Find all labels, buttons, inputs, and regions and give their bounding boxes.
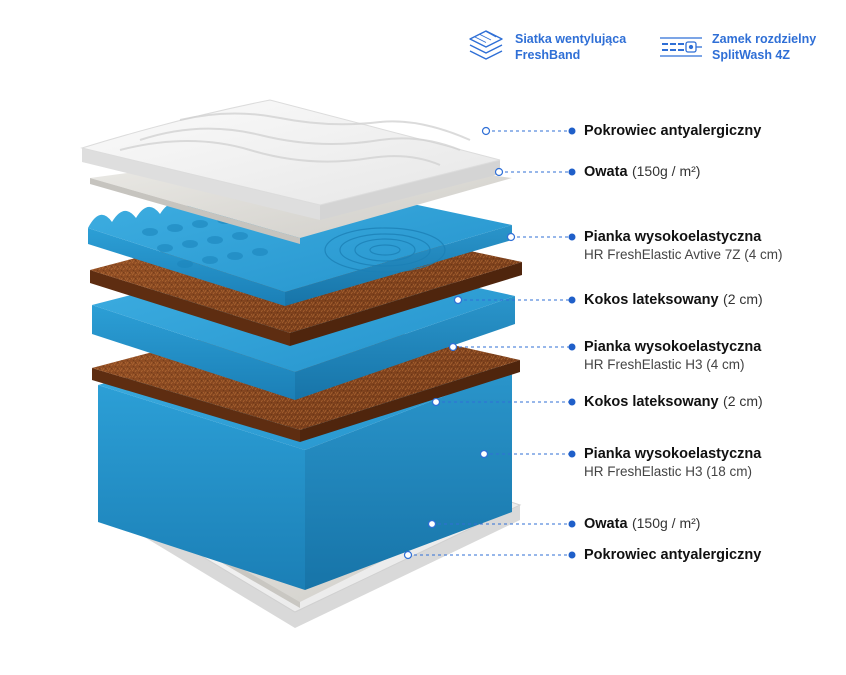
callout-suffix: (2 cm) bbox=[723, 291, 763, 307]
callout-title: Owata bbox=[584, 516, 628, 532]
callout-title: Pokrowiec antyalergiczny bbox=[584, 547, 762, 563]
callout-subtitle: HR FreshElastic Avtive 7Z (4 cm) bbox=[584, 247, 783, 262]
feature-freshband-line1: Siatka wentylująca bbox=[515, 32, 627, 46]
layered-mesh-icon bbox=[466, 28, 506, 66]
feature-freshband-text: Siatka wentylująca FreshBand bbox=[515, 31, 626, 63]
zipper-icon bbox=[658, 30, 704, 64]
callout-title: Pokrowiec antyalergiczny bbox=[584, 123, 762, 139]
leader-lines bbox=[408, 130, 570, 556]
callout-title: Pianka wysokoelastyczna bbox=[584, 446, 762, 462]
feature-splitwash-line1: Zamek rozdzielny bbox=[712, 32, 817, 46]
feature-freshband: Siatka wentylująca FreshBand bbox=[466, 28, 626, 66]
callout-suffix: (2 cm) bbox=[723, 393, 763, 409]
callout-title: Pianka wysokoelastyczna bbox=[584, 229, 762, 245]
callout-foam-h3-4cm: Pianka wysokoelastyczna HR FreshElastic … bbox=[584, 338, 761, 372]
leader-start-dots bbox=[403, 126, 516, 560]
top-cover-layer bbox=[80, 99, 501, 220]
feature-freshband-line2: FreshBand bbox=[515, 48, 581, 62]
callout-foam-profiled: Pianka wysokoelastyczna HR FreshElastic … bbox=[584, 228, 783, 262]
callout-subtitle: HR FreshElastic H3 (18 cm) bbox=[584, 464, 753, 479]
feature-splitwash-line2: SplitWash 4Z bbox=[712, 48, 791, 62]
callout-bottom-cover: Pokrowiec antyalergiczny bbox=[584, 546, 761, 564]
callout-coconut-upper: Kokos lateksowany (2 cm) bbox=[584, 291, 763, 309]
feature-splitwash: Zamek rozdzielny SplitWash 4Z bbox=[658, 30, 816, 64]
callout-top-wadding: Owata (150g / m²) bbox=[584, 163, 700, 181]
callout-coconut-lower: Kokos lateksowany (2 cm) bbox=[584, 393, 763, 411]
callout-title: Owata bbox=[584, 164, 628, 180]
callout-foam-h3-18cm: Pianka wysokoelastyczna HR FreshElastic … bbox=[584, 445, 761, 479]
callout-title: Kokos lateksowany bbox=[584, 292, 719, 308]
callout-title: Pianka wysokoelastyczna bbox=[584, 339, 762, 355]
feature-splitwash-text: Zamek rozdzielny SplitWash 4Z bbox=[712, 31, 816, 63]
callout-bottom-wadding: Owata (150g / m²) bbox=[584, 515, 700, 533]
callout-title: Kokos lateksowany bbox=[584, 394, 719, 410]
callout-subtitle: HR FreshElastic H3 (4 cm) bbox=[584, 357, 745, 372]
leader-end-dots bbox=[568, 127, 576, 559]
callout-top-cover: Pokrowiec antyalergiczny bbox=[584, 122, 761, 140]
callout-suffix: (150g / m²) bbox=[631, 515, 701, 531]
callout-suffix: (150g / m²) bbox=[631, 163, 701, 179]
